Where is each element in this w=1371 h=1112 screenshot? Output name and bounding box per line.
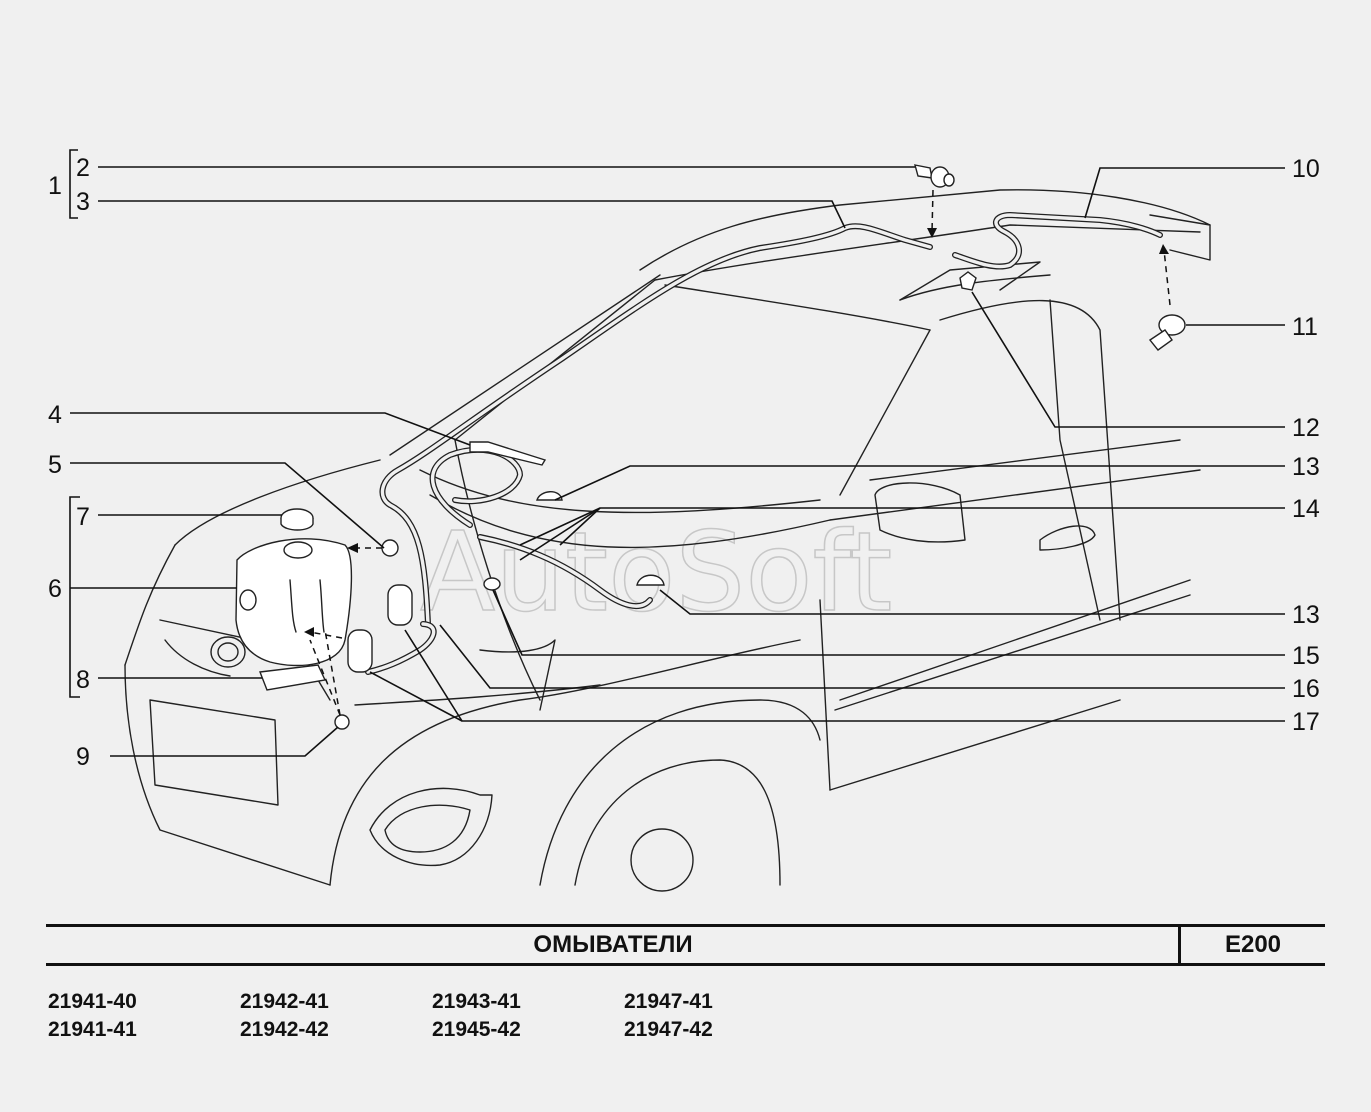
model-code: 21947-42 (624, 1018, 713, 1041)
plug-part (483, 577, 501, 591)
model-code: 21947-41 (624, 990, 713, 1013)
washer-system-diagram: AutoSoft (48, 149, 1320, 892)
callout-3: 3 (76, 188, 90, 216)
washer-parts (235, 164, 1186, 730)
model-code: 21941-40 (48, 990, 137, 1013)
hose-connector-part (914, 164, 955, 188)
callout-15: 15 (1292, 642, 1320, 670)
reservoir-cap-part (280, 508, 314, 531)
callout-numbers: 1 2 3 4 5 6 7 8 9 10 11 12 13 14 13 15 1… (48, 154, 1320, 771)
callout-17: 17 (1292, 708, 1320, 736)
cable-tie-part (469, 441, 547, 466)
windscreen-washer-nozzle-parts (536, 491, 665, 586)
watermark: AutoSoft (420, 508, 892, 636)
title-divider (1178, 927, 1181, 963)
title-block: ОМЫВАТЕЛИ E200 (46, 924, 1325, 966)
section-code: E200 (1224, 931, 1282, 958)
callout-5: 5 (48, 451, 62, 479)
callout-2: 2 (76, 154, 90, 182)
model-code: 21943-41 (432, 990, 521, 1013)
model-code: 21945-42 (432, 1018, 521, 1041)
callout-10: 10 (1292, 155, 1320, 183)
callout-16: 16 (1292, 675, 1320, 703)
callout-8: 8 (76, 666, 90, 694)
callout-13-bottom: 13 (1292, 601, 1320, 629)
callout-1: 1 (48, 172, 62, 200)
car-body-outline (124, 189, 1211, 892)
model-list: 21941-40 21942-41 21943-41 21947-41 2194… (48, 990, 816, 1042)
pump-seal-part (334, 714, 350, 730)
grommet-part (381, 539, 399, 557)
model-code: 21942-41 (240, 990, 329, 1013)
callout-11: 11 (1292, 313, 1318, 341)
callout-4: 4 (48, 401, 62, 429)
callout-6: 6 (48, 575, 62, 603)
washer-hoses (365, 212, 1163, 675)
callout-13-top: 13 (1292, 453, 1320, 481)
washer-reservoir-part (235, 538, 353, 667)
hose-clip-part (959, 271, 977, 291)
model-code: 21941-41 (48, 1018, 137, 1041)
label-plate-part (259, 664, 327, 691)
callout-7: 7 (76, 503, 90, 531)
assembly-arrows (304, 189, 1171, 716)
rear-washer-nozzle-part (1148, 314, 1186, 351)
callout-14: 14 (1292, 495, 1320, 523)
washer-pump-parts (347, 584, 413, 673)
callout-12: 12 (1292, 414, 1320, 442)
section-title: ОМЫВАТЕЛИ (533, 931, 693, 958)
callout-9: 9 (76, 743, 90, 771)
model-code: 21942-42 (240, 1018, 329, 1041)
leader-lines (69, 149, 1285, 757)
